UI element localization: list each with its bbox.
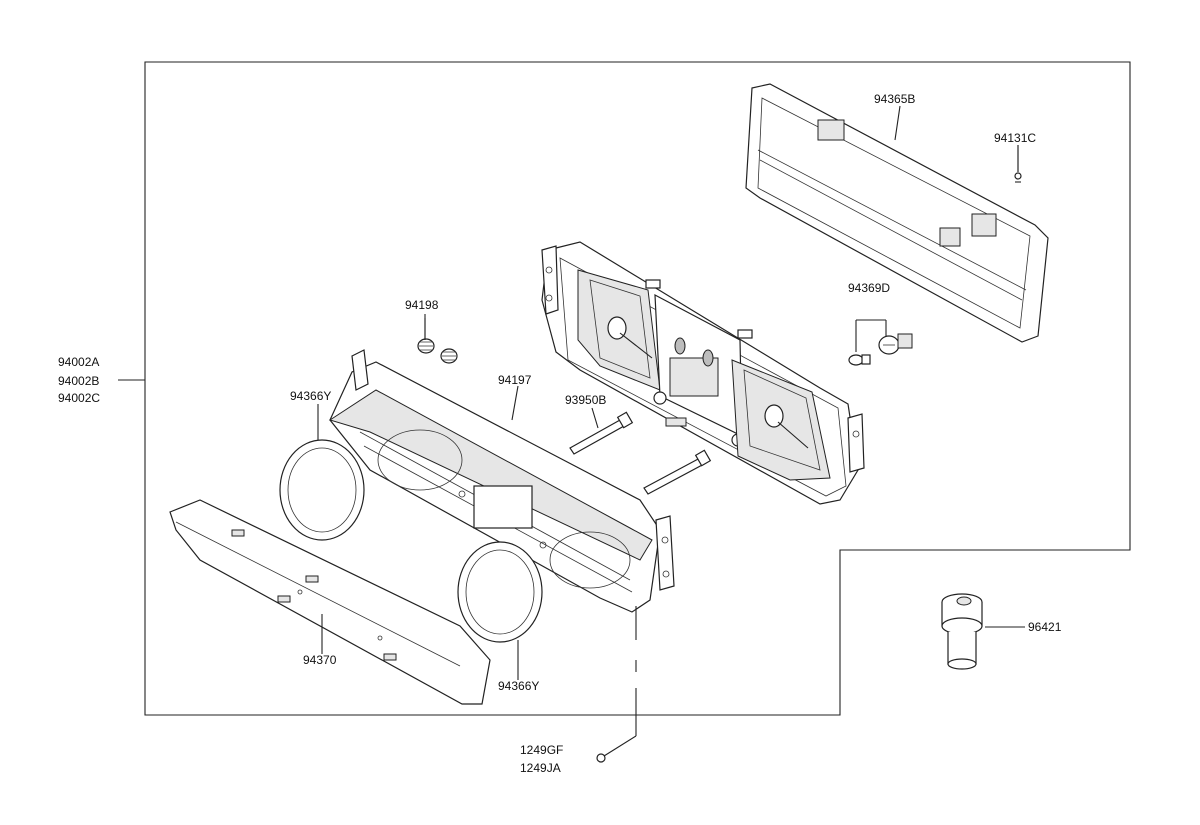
label-bulb-sockets: 94198: [405, 298, 439, 312]
ring-left: [279, 439, 365, 541]
label-assembly-2: 94002B: [58, 374, 99, 388]
label-bolt: 93950B: [565, 393, 606, 407]
sensor: [941, 593, 983, 670]
housing: [328, 349, 675, 613]
label-assembly-3: 94002C: [58, 391, 100, 405]
assembly-frame: [144, 61, 1131, 716]
label-sensor: 96421: [1028, 620, 1062, 634]
bulb-set: [848, 319, 913, 366]
label-screw-1: 1249GF: [520, 743, 563, 757]
label-lens: 94370: [303, 653, 337, 667]
label-cover: 94365B: [874, 92, 915, 106]
bolts: [569, 411, 712, 495]
label-ring-right: 94366Y: [498, 679, 539, 693]
label-housing: 94197: [498, 373, 532, 387]
bulb-sockets: [417, 318, 458, 364]
leader-lines: [317, 105, 1025, 736]
ring-right: [457, 541, 543, 643]
rear-cover: [745, 83, 1049, 343]
label-bulb: 94369D: [848, 281, 890, 295]
label-screw-2: 1249JA: [520, 761, 561, 775]
lens: [169, 499, 491, 705]
screw-bottom: [596, 735, 637, 763]
gauge-board: [541, 241, 865, 505]
label-screw-small: 94131C: [994, 131, 1036, 145]
label-ring-left: 94366Y: [290, 389, 331, 403]
label-assembly-1: 94002A: [58, 355, 99, 369]
